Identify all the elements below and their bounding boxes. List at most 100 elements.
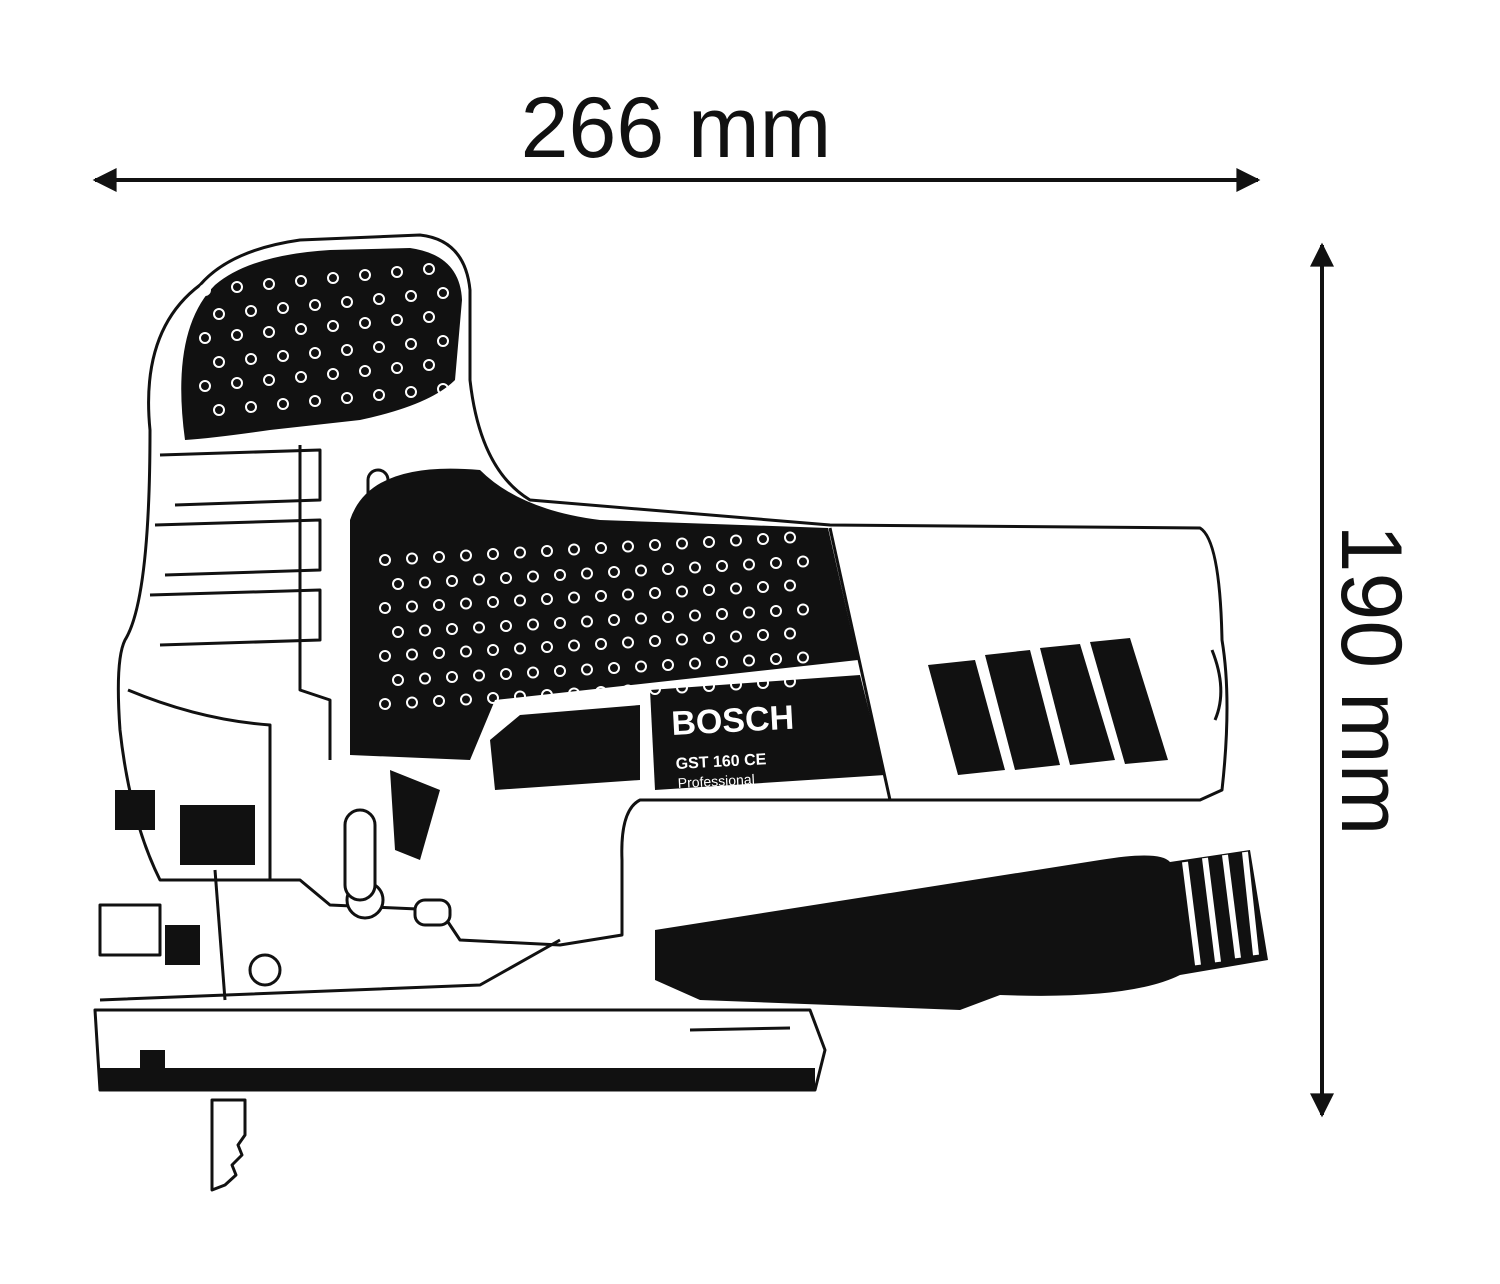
grip-dot xyxy=(473,621,485,634)
grip-dot xyxy=(743,606,755,619)
grip-dot xyxy=(743,558,755,571)
grip-dot xyxy=(797,555,809,568)
grip-dot xyxy=(405,290,417,302)
grip-dot xyxy=(391,314,403,326)
grip-dot xyxy=(309,395,321,407)
grip-dot xyxy=(514,642,526,655)
grip-dot xyxy=(231,329,243,341)
grip-dot xyxy=(568,639,580,652)
grip-dot xyxy=(446,575,458,587)
grip-dot xyxy=(581,663,593,676)
grip-dot xyxy=(770,557,782,569)
grip-dot xyxy=(541,593,553,605)
grip-dot xyxy=(437,287,449,299)
grip-dot xyxy=(649,587,661,599)
grip-dot xyxy=(460,597,472,610)
grip-dot xyxy=(757,533,769,545)
blade-guide xyxy=(98,770,452,987)
grip-dot xyxy=(263,326,275,338)
grip-dot xyxy=(245,401,257,413)
grip-dot xyxy=(730,678,742,691)
grip-dot xyxy=(716,656,728,668)
grip-dot xyxy=(392,674,404,686)
grip-dot xyxy=(514,594,526,607)
grip-dot xyxy=(359,365,371,377)
grip-dot xyxy=(730,582,742,595)
grip-dot xyxy=(622,636,634,649)
jigsaw-illustration: BOSCH GST 160 CE Professional xyxy=(93,233,1268,1192)
grip-dot xyxy=(743,654,755,667)
grip-dot xyxy=(391,266,403,278)
grip-dot xyxy=(541,641,553,653)
grip-dot xyxy=(327,320,339,332)
grip-dot xyxy=(676,585,688,598)
grip-dot xyxy=(423,311,435,323)
grip-dot xyxy=(446,623,458,635)
grip-dot xyxy=(392,578,404,590)
grip-dot xyxy=(379,650,391,662)
grip-dot xyxy=(662,659,674,671)
grip-dot xyxy=(554,569,566,581)
grip-dot xyxy=(487,548,499,560)
grip-dot xyxy=(689,657,701,670)
grip-dot xyxy=(433,551,445,563)
grip-dot xyxy=(373,341,385,353)
grip-dot xyxy=(662,611,674,623)
grip-dot xyxy=(460,693,472,706)
grip-dot xyxy=(473,669,485,682)
grip-dot xyxy=(595,686,607,698)
grip-dot xyxy=(405,338,417,350)
grip-dot xyxy=(199,380,211,392)
grip-dot xyxy=(405,386,417,398)
grip-dot xyxy=(689,561,701,574)
grip-dot xyxy=(635,660,647,673)
grip-dot xyxy=(423,359,435,371)
grip-dot xyxy=(703,584,715,596)
grip-dot xyxy=(757,677,769,689)
grip-dot xyxy=(716,608,728,620)
grip-dot xyxy=(359,317,371,329)
width-dimension: 266 mm xyxy=(92,80,1261,192)
grip-dot xyxy=(437,383,449,395)
grip-dot xyxy=(423,263,435,275)
grip-dot xyxy=(373,293,385,305)
grip-dot xyxy=(327,272,339,284)
grip-dot xyxy=(676,633,688,646)
housing-seam xyxy=(828,527,892,801)
grip-dot xyxy=(263,374,275,386)
grip-dot xyxy=(295,323,307,335)
grip-dot xyxy=(245,305,257,317)
grip-dot xyxy=(770,653,782,665)
grip-dot xyxy=(635,564,647,577)
grip-dot xyxy=(770,605,782,617)
grip-dot xyxy=(703,536,715,548)
grip-dot xyxy=(419,576,431,589)
grip-dot xyxy=(419,672,431,685)
grip-dot xyxy=(245,353,257,365)
base-plate xyxy=(93,938,827,1092)
grip-dot xyxy=(213,404,225,416)
handle-ribs xyxy=(127,445,332,880)
grip-dot xyxy=(662,563,674,575)
grip-dot xyxy=(379,554,391,566)
label-panel xyxy=(650,675,885,790)
grip-dot xyxy=(568,591,580,604)
grip-dot xyxy=(757,581,769,593)
grip-dot xyxy=(514,690,526,703)
grip-dot xyxy=(406,552,418,565)
grip-dot xyxy=(277,398,289,410)
grip-dot xyxy=(757,629,769,641)
grip-dot xyxy=(341,344,353,356)
grip-dot xyxy=(231,281,243,293)
grip-dot xyxy=(213,308,225,320)
grip-dot xyxy=(487,596,499,608)
grip-dot xyxy=(406,648,418,661)
grip-dot xyxy=(784,675,796,688)
grip-dot xyxy=(608,662,620,674)
grip-dot xyxy=(277,350,289,362)
grip-dot xyxy=(514,546,526,559)
grip-dot xyxy=(433,647,445,659)
grip-dot xyxy=(406,600,418,613)
grip-dot xyxy=(703,632,715,644)
